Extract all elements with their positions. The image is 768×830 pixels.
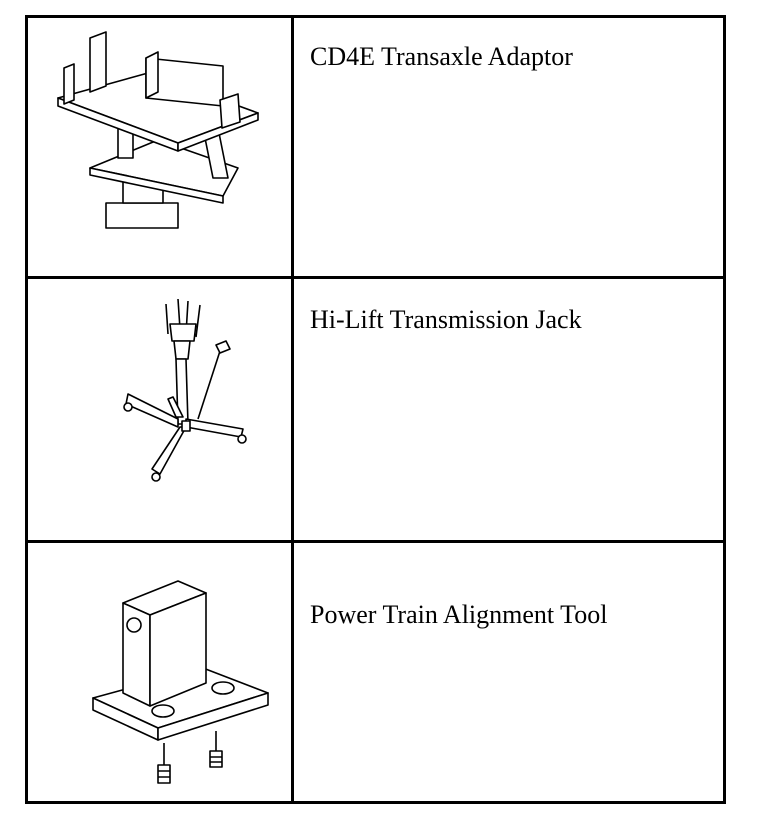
transaxle-adaptor-icon [28, 18, 291, 276]
column-divider [291, 18, 294, 801]
table-row: CD4E Transaxle Adaptor [28, 18, 723, 276]
tool-name: CD4E Transaxle Adaptor [310, 42, 573, 71]
row-divider [28, 276, 723, 279]
table-row: Hi-Lift Transmission Jack [28, 279, 723, 540]
tool-name: Hi-Lift Transmission Jack [310, 305, 582, 334]
transmission-jack-icon [28, 279, 291, 540]
tool-name: Power Train Alignment Tool [310, 600, 608, 629]
alignment-tool-icon [28, 543, 291, 801]
table-row: Power Train Alignment Tool [28, 543, 723, 801]
row-divider [28, 540, 723, 543]
tool-table: CD4E Transaxle Adaptor [25, 15, 726, 804]
